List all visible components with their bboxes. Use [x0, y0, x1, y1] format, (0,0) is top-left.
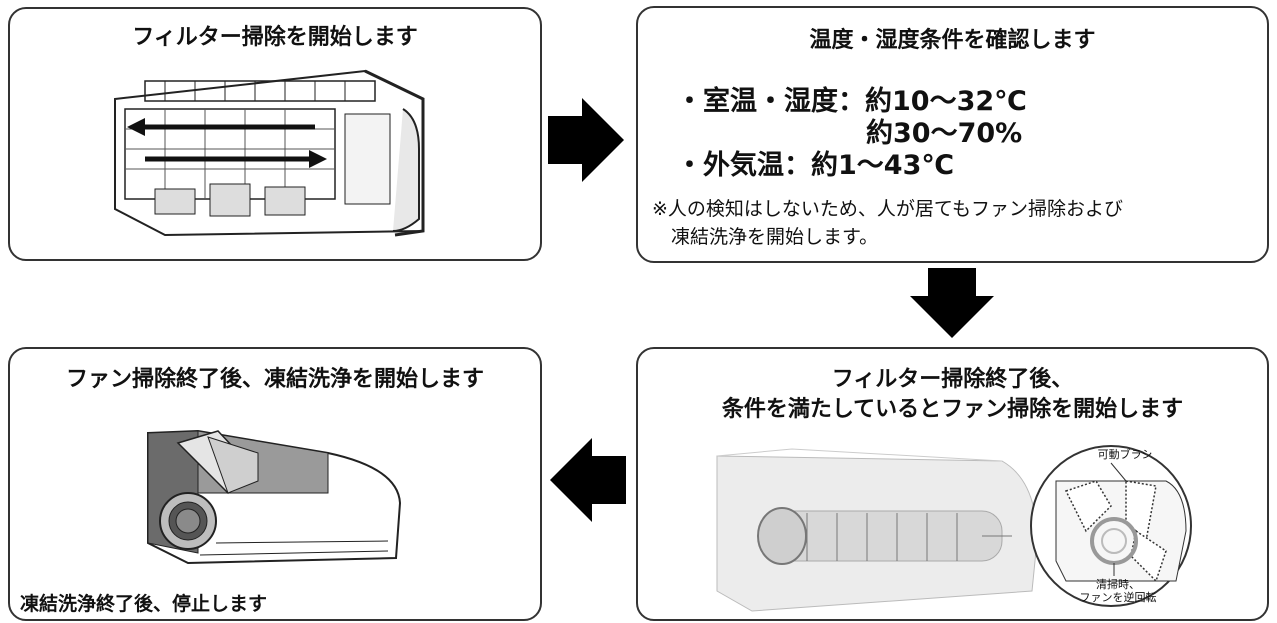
arrow-right-icon: [548, 98, 624, 182]
arrow-left-icon: [550, 438, 626, 522]
step3-box: フィルター掃除終了後、 条件を満たしているとファン掃除を開始します 可動ブラシ …: [636, 347, 1269, 621]
step3-title-line2: 条件を満たしているとファン掃除を開始します: [721, 397, 1184, 422]
brush-detail-illustration: [1030, 445, 1192, 607]
step3-title-line1: フィルター掃除終了後、: [831, 367, 1074, 392]
step1-box: フィルター掃除を開始します: [8, 7, 542, 261]
detection-note: ※人の検知はしないため、人が居てもファン掃除および 凍結洗浄を開始します。: [652, 198, 1123, 248]
condition-humidity: 約30～70%: [866, 118, 1023, 149]
step2-box: 温度・湿度条件を確認します ・室温・湿度：約10～32℃ 約30～70% ・外気…: [636, 6, 1269, 263]
condition-room: ・室温・湿度：約10～32℃: [676, 86, 1027, 117]
step4-caption: 凍結洗浄終了後、停止します: [20, 593, 268, 615]
reverse-rotation-label-line1: 清掃時、: [1096, 578, 1140, 591]
ac-fan-cross-section-illustration: [147, 429, 402, 565]
condition-outdoor: ・外気温：約1～43℃: [676, 150, 955, 181]
ac-fan-illustration: [716, 448, 1038, 612]
step4-title: ファン掃除終了後、凍結洗浄を開始します: [65, 367, 484, 392]
arrow-down-icon: [910, 268, 994, 338]
movable-brush-label: 可動ブラシ: [1097, 448, 1153, 461]
ac-unit-open-illustration: [114, 69, 425, 237]
step2-title: 温度・湿度条件を確認します: [809, 28, 1096, 53]
reverse-rotation-label-line2: ファンを逆回転: [1079, 591, 1157, 604]
step4-box: ファン掃除終了後、凍結洗浄を開始します 凍結洗浄終了後、停止します: [8, 347, 542, 621]
step1-title: フィルター掃除を開始します: [132, 25, 418, 50]
